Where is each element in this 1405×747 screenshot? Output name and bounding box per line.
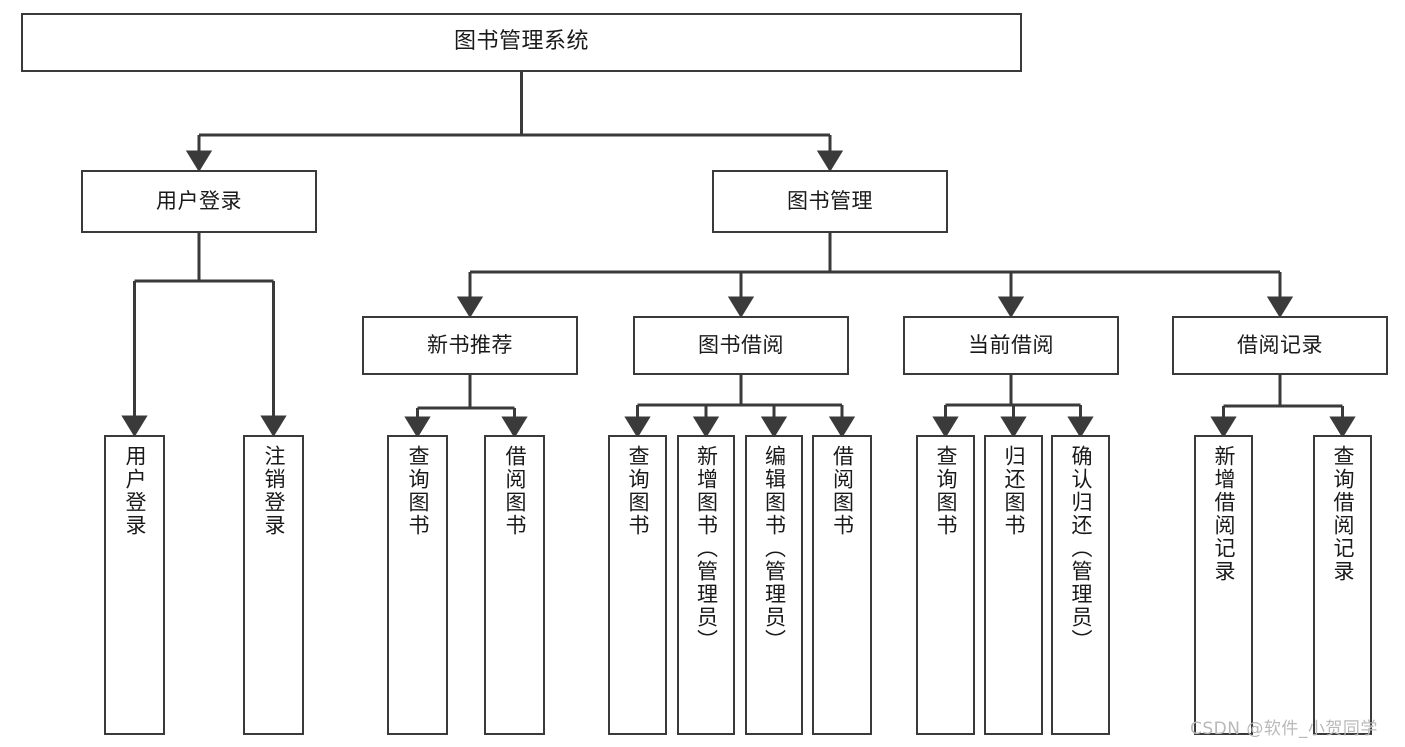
node-leaf-user-login[interactable]: 用户登录 bbox=[104, 435, 165, 735]
node-leaf-borrow-book-2-label: 借阅图书 bbox=[830, 445, 855, 537]
node-borrow-record[interactable]: 借阅记录 bbox=[1172, 316, 1388, 375]
node-leaf-return-book[interactable]: 归还图书 bbox=[984, 435, 1043, 735]
node-user-login-label: 用户登录 bbox=[156, 188, 242, 213]
node-new-book-rec[interactable]: 新书推荐 bbox=[362, 316, 578, 375]
node-leaf-add-borrow-record[interactable]: 新增借阅记录 bbox=[1194, 435, 1253, 735]
node-user-login[interactable]: 用户登录 bbox=[81, 170, 317, 233]
node-leaf-confirm-return-admin-label: 确认归还（管理员） bbox=[1069, 445, 1093, 652]
node-root-label: 图书管理系统 bbox=[453, 29, 589, 55]
node-leaf-query-book-2-label: 查询图书 bbox=[626, 445, 650, 537]
node-borrow-record-label: 借阅记录 bbox=[1237, 332, 1323, 357]
csdn-watermark: CSDN @软件_小贺同学 bbox=[1190, 719, 1378, 739]
node-root[interactable]: 图书管理系统 bbox=[21, 13, 1022, 72]
node-leaf-query-book-1-label: 查询图书 bbox=[406, 445, 430, 537]
node-leaf-add-borrow-record-label: 新增借阅记录 bbox=[1212, 445, 1236, 583]
node-leaf-user-login-label: 用户登录 bbox=[123, 445, 147, 537]
node-leaf-return-book-label: 归还图书 bbox=[1002, 445, 1026, 537]
node-leaf-confirm-return-admin[interactable]: 确认归还（管理员） bbox=[1051, 435, 1110, 735]
node-leaf-query-book-2[interactable]: 查询图书 bbox=[608, 435, 667, 735]
node-leaf-query-book-3[interactable]: 查询图书 bbox=[916, 435, 975, 735]
node-new-book-rec-label: 新书推荐 bbox=[427, 332, 513, 357]
node-current-borrow-label: 当前借阅 bbox=[968, 332, 1054, 357]
node-book-borrow[interactable]: 图书借阅 bbox=[633, 316, 849, 375]
node-leaf-edit-book-admin-label: 编辑图书（管理员） bbox=[762, 445, 787, 652]
node-leaf-borrow-book-1-label: 借阅图书 bbox=[503, 445, 527, 537]
node-leaf-query-borrow-record[interactable]: 查询借阅记录 bbox=[1313, 435, 1372, 735]
node-leaf-add-book-admin-label: 新增图书（管理员） bbox=[694, 445, 719, 652]
node-book-borrow-label: 图书借阅 bbox=[698, 332, 784, 357]
node-book-manage[interactable]: 图书管理 bbox=[712, 170, 948, 233]
node-leaf-add-book-admin[interactable]: 新增图书（管理员） bbox=[677, 435, 735, 735]
node-leaf-user-logout[interactable]: 注销登录 bbox=[243, 435, 304, 735]
node-leaf-query-borrow-record-label: 查询借阅记录 bbox=[1331, 445, 1355, 583]
node-leaf-borrow-book-1[interactable]: 借阅图书 bbox=[484, 435, 545, 735]
node-leaf-query-book-3-label: 查询图书 bbox=[934, 445, 958, 537]
node-leaf-query-book-1[interactable]: 查询图书 bbox=[387, 435, 448, 735]
node-leaf-user-logout-label: 注销登录 bbox=[262, 445, 286, 537]
node-leaf-edit-book-admin[interactable]: 编辑图书（管理员） bbox=[745, 435, 803, 735]
node-leaf-borrow-book-2[interactable]: 借阅图书 bbox=[812, 435, 872, 735]
node-book-manage-label: 图书管理 bbox=[787, 188, 873, 213]
node-current-borrow[interactable]: 当前借阅 bbox=[903, 316, 1119, 375]
